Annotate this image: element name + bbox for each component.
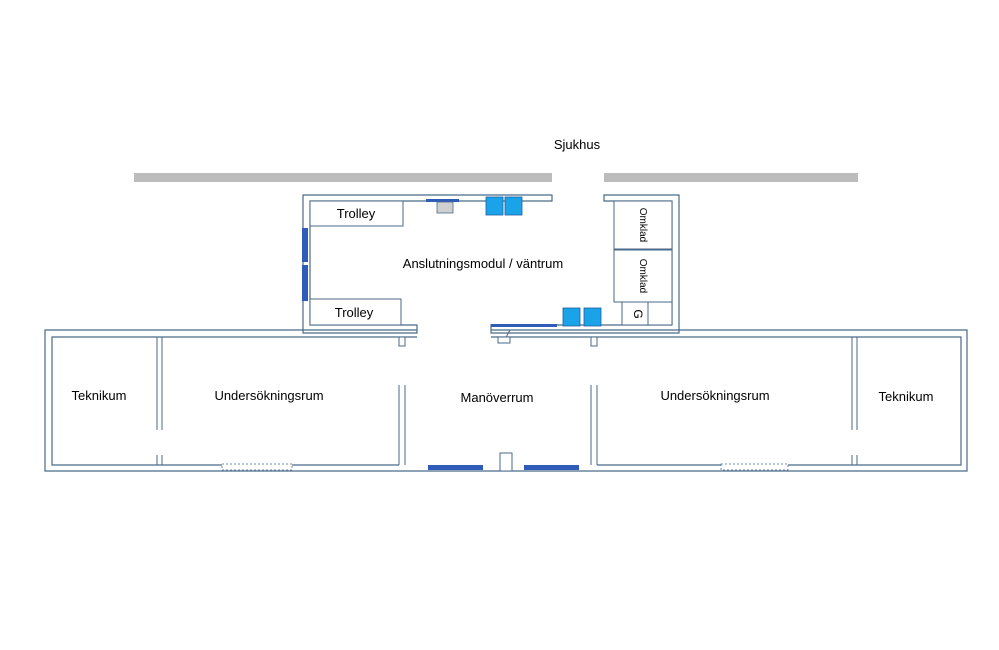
exam-left-label: Undersökningsrum [214, 388, 323, 403]
door-maneuver-right [524, 465, 579, 470]
changing-room-1-label: Omklad [637, 208, 648, 242]
trolley-bottom [309, 298, 402, 326]
hospital-label: Sjukhus [554, 137, 601, 152]
door-bottom-dark [491, 324, 557, 327]
tech-left-label: Teknikum [72, 388, 127, 403]
changing-room-2-label: Omklad [637, 259, 648, 293]
chair [504, 196, 523, 216]
trolley-bottom-label: Trolley [335, 305, 374, 320]
hospital-wall-left [134, 173, 552, 182]
g-fixture-side [647, 301, 673, 326]
sink-counter [426, 199, 459, 202]
exam-right-label: Undersökningsrum [660, 388, 769, 403]
door-maneuver-left [428, 465, 483, 470]
changing-room-2 [613, 249, 673, 303]
sink-fixture [436, 201, 454, 214]
trolley-top-label: Trolley [337, 206, 376, 221]
hospital-wall-right [604, 173, 858, 182]
chair [583, 307, 602, 327]
chair [485, 196, 504, 216]
tech-right-label: Teknikum [879, 389, 934, 404]
chair [562, 307, 581, 327]
waiting-room-label: Anslutningsmodul / väntrum [403, 256, 563, 271]
maneuver-label: Manöverrum [461, 390, 534, 405]
trolley-top [309, 200, 404, 227]
window-left-upper [302, 228, 308, 262]
sliding-door-left [221, 463, 293, 471]
window-left-lower [302, 265, 308, 301]
changing-room-1 [613, 200, 673, 250]
sliding-door-right [720, 463, 789, 471]
g-label: G [631, 309, 645, 318]
